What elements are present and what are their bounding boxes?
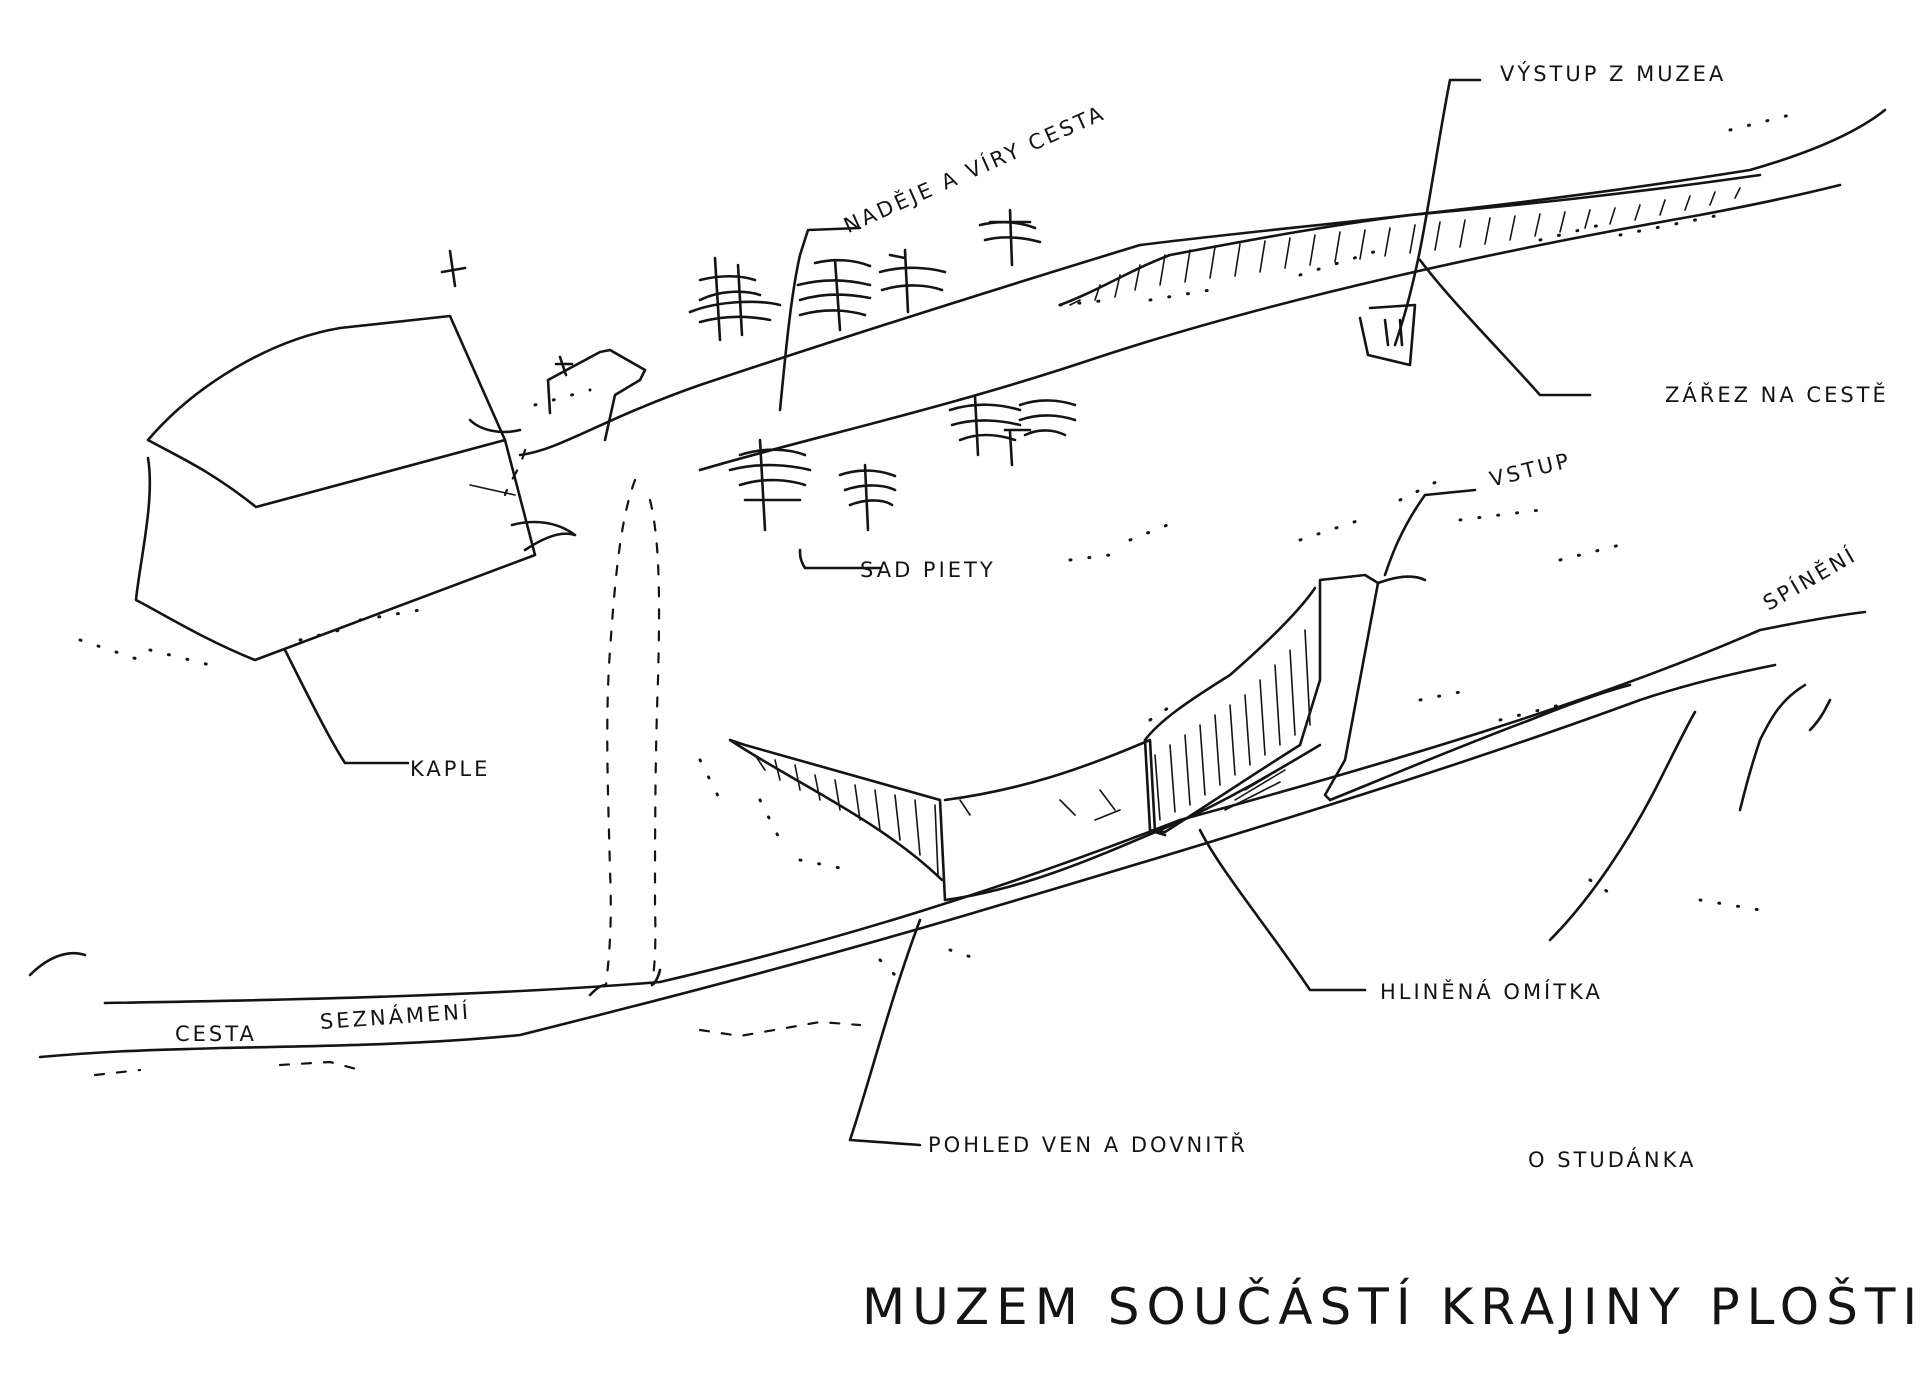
orchard-trees xyxy=(688,208,1077,532)
label-chapel: KAPLE xyxy=(410,757,491,781)
museum-building xyxy=(728,573,1632,902)
label-spring: O STUDÁNKA xyxy=(1528,1148,1697,1172)
annotation-leaders xyxy=(283,78,1592,1147)
dashed-footpath xyxy=(93,448,862,1077)
label-clay-plaster: HLINĚNÁ OMÍTKA xyxy=(1380,980,1603,1004)
terrain-stipple xyxy=(78,113,1792,982)
label-cut-in-path: ZÁŘEZ NA CESTĚ xyxy=(1665,383,1889,407)
label-view-out-in: POHLED VEN A DOVNITŘ xyxy=(928,1133,1248,1157)
label-museum-exit: VÝSTUP Z MUZEA xyxy=(1500,62,1727,86)
sketch-title: MUZEM SOUČÁSTÍ KRAJINY PLOŠTINY xyxy=(862,1278,1920,1336)
label-road-word-1: CESTA xyxy=(175,1022,257,1046)
acquaintance-road xyxy=(28,610,1867,1059)
chapel-building xyxy=(134,249,577,662)
hope-faith-path xyxy=(518,108,1887,472)
label-orchard: SAD PIETY xyxy=(860,558,996,582)
